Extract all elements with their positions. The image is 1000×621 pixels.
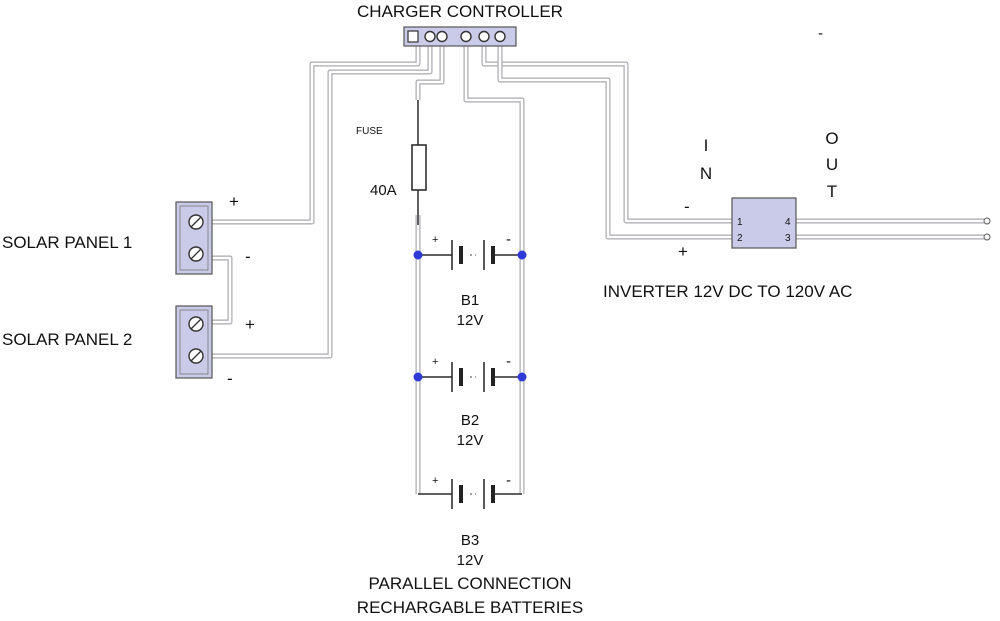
in-letter-i: I — [704, 136, 709, 155]
junction-node — [517, 372, 527, 382]
b1-plus: + — [432, 234, 438, 246]
controller-title: CHARGER CONTROLLER — [357, 2, 563, 21]
b1-name: B1 — [461, 292, 479, 309]
out-letter-t: T — [827, 182, 837, 201]
inverter-in-plus: + — [678, 242, 688, 261]
fuse-label: FUSE — [356, 126, 383, 137]
inverter-pin-1: 1 — [737, 217, 743, 228]
junction-node — [413, 250, 423, 260]
fuse: FUSE 40A — [356, 100, 427, 225]
inverter-in-minus: - — [684, 197, 690, 216]
battery-b1: + - B1 12V — [413, 231, 527, 329]
b3-voltage: 12V — [457, 552, 484, 569]
inverter: 1 2 4 3 I N - + O U T INVERTER 12V DC TO… — [603, 129, 991, 301]
charger-controller: CHARGER CONTROLLER - — [357, 2, 823, 47]
battery-b3: + - B3 12V — [418, 472, 522, 569]
b2-voltage: 12V — [457, 432, 484, 449]
b1-minus: - — [506, 231, 511, 248]
solar-panel-1-label: SOLAR PANEL 1 — [2, 233, 132, 252]
b3-name: B3 — [461, 532, 479, 549]
junction-node — [413, 372, 423, 382]
solar-panel-2-label: SOLAR PANEL 2 — [2, 330, 132, 349]
out-letter-u: U — [826, 155, 838, 174]
b2-name: B2 — [461, 412, 479, 429]
panel-1-plus: + — [229, 192, 239, 211]
controller-pin-2 — [424, 30, 436, 43]
b1-voltage: 12V — [457, 312, 484, 329]
wires — [212, 42, 984, 494]
b2-minus: - — [506, 353, 511, 370]
b3-minus: - — [506, 472, 511, 489]
battery-b2: + - B2 12V — [413, 353, 527, 449]
out-letter-o: O — [825, 129, 838, 148]
output-terminal-icon — [983, 217, 991, 225]
battery-caption-line-2: RECHARGABLE BATTERIES — [357, 598, 583, 617]
controller-pin-4 — [460, 30, 472, 43]
inverter-pin-2: 2 — [737, 233, 743, 244]
panel-2-plus: + — [245, 315, 255, 334]
controller-pin-6 — [494, 30, 506, 43]
stray-dash-mark: - — [818, 25, 823, 42]
inverter-label: INVERTER 12V DC TO 120V AC — [603, 282, 852, 301]
panel-1-minus: - — [245, 247, 251, 266]
output-terminal-icon — [983, 233, 991, 241]
junction-node — [517, 250, 527, 260]
solar-panel-1: SOLAR PANEL 1 + - — [2, 192, 251, 275]
battery-caption-line-1: PARALLEL CONNECTION — [368, 574, 571, 593]
b3-plus: + — [432, 475, 438, 487]
controller-pin-3 — [436, 30, 448, 43]
controller-pin-5 — [478, 30, 490, 43]
inverter-pin-3: 3 — [785, 233, 791, 244]
solar-panel-2: SOLAR PANEL 2 + - — [2, 305, 255, 388]
inverter-pin-4: 4 — [785, 217, 791, 228]
in-letter-n: N — [700, 164, 712, 183]
b2-plus: + — [432, 356, 438, 368]
panel-2-minus: - — [227, 369, 233, 388]
fuse-rating: 40A — [370, 182, 397, 199]
